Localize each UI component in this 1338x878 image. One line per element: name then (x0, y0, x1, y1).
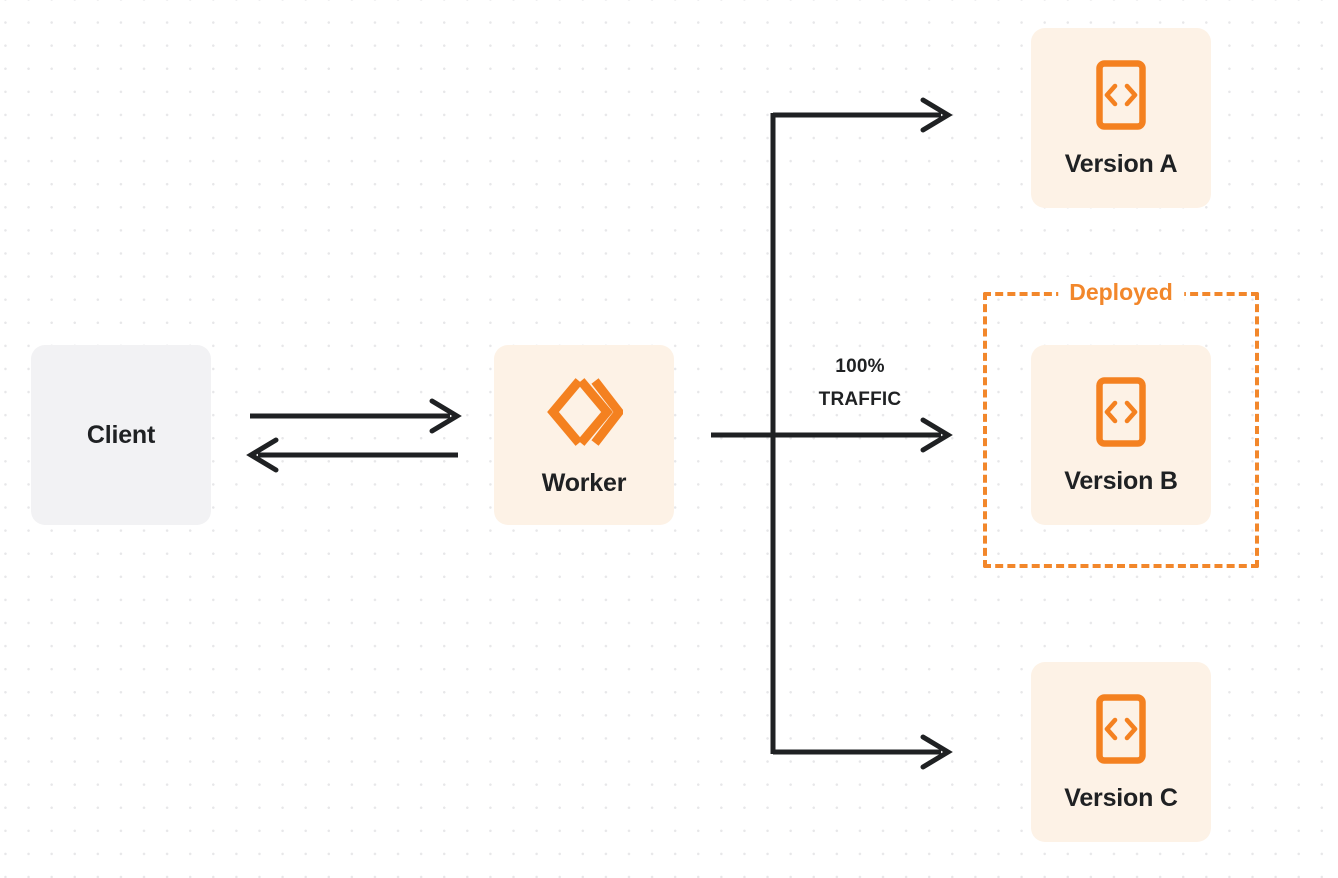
traffic-word-text: TRAFFIC (818, 389, 902, 410)
node-worker[interactable]: Worker (494, 345, 674, 525)
node-version-a[interactable]: Version A (1031, 28, 1211, 208)
deployed-group: Deployed (983, 277, 1259, 568)
node-version-b[interactable]: Version B (1031, 345, 1211, 525)
node-client-label: Client (86, 420, 156, 449)
edge-spine-to-version-a (773, 97, 953, 133)
edge-spine-to-version-c (773, 734, 953, 770)
traffic-label: 100% TRAFFIC (790, 350, 930, 416)
node-version-a-label: Version A (1064, 149, 1178, 178)
cloudflare-workers-icon (545, 375, 625, 449)
code-file-icon (1096, 693, 1146, 764)
traffic-percent-text: 100% (835, 356, 885, 377)
node-client[interactable]: Client (31, 345, 211, 525)
code-file-icon (1096, 59, 1146, 130)
node-version-b-label: Version B (1064, 466, 1178, 495)
node-worker-label: Worker (541, 468, 627, 497)
edge-client-to-worker-forward (250, 398, 462, 434)
code-file-icon (1096, 376, 1146, 447)
edge-worker-to-client-return (246, 437, 458, 473)
node-version-c[interactable]: Version C (1031, 662, 1211, 842)
node-version-c-label: Version C (1064, 783, 1178, 812)
edge-worker-to-version-b (711, 417, 953, 453)
deployed-group-label: Deployed (1058, 277, 1184, 307)
